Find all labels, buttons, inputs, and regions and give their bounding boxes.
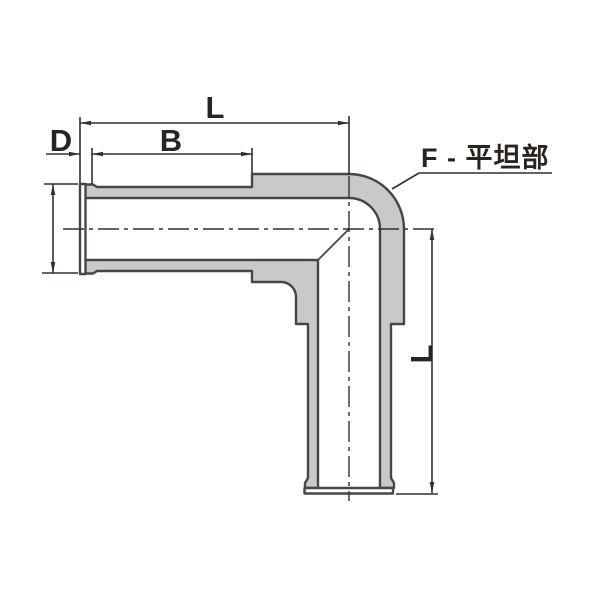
- centerlines: [63, 176, 437, 501]
- arrow-D-left: [69, 151, 80, 157]
- callout-leader-line: [391, 172, 420, 190]
- elbow-inner-wall-section: [83, 258, 320, 490]
- arrow-L-right: [338, 120, 349, 126]
- dim-label-B: B: [160, 123, 182, 158]
- elbow-outer-wall-section: [83, 172, 406, 490]
- arrow-collar-bottom: [50, 262, 56, 273]
- arrow-L-left: [80, 120, 91, 126]
- flat-part-callout-text: F - 平坦部: [421, 142, 550, 173]
- end-face-caps: [78, 182, 395, 495]
- corner-seam-line: [317, 228, 350, 261]
- elbow-fitting-section: [78, 172, 406, 495]
- dim-label-L-right: L: [404, 345, 439, 364]
- arrow-Lright-top: [429, 229, 435, 240]
- dimension-labels: L B D L F - 平坦部: [50, 90, 550, 364]
- arrow-B-left: [92, 151, 103, 157]
- dimension-arrows: [50, 120, 435, 493]
- arrow-B-right: [241, 151, 252, 157]
- dim-label-D: D: [50, 123, 72, 158]
- dim-label-L-top: L: [206, 90, 225, 125]
- arrow-Lright-bottom: [429, 482, 435, 493]
- arrow-collar-top: [50, 184, 56, 195]
